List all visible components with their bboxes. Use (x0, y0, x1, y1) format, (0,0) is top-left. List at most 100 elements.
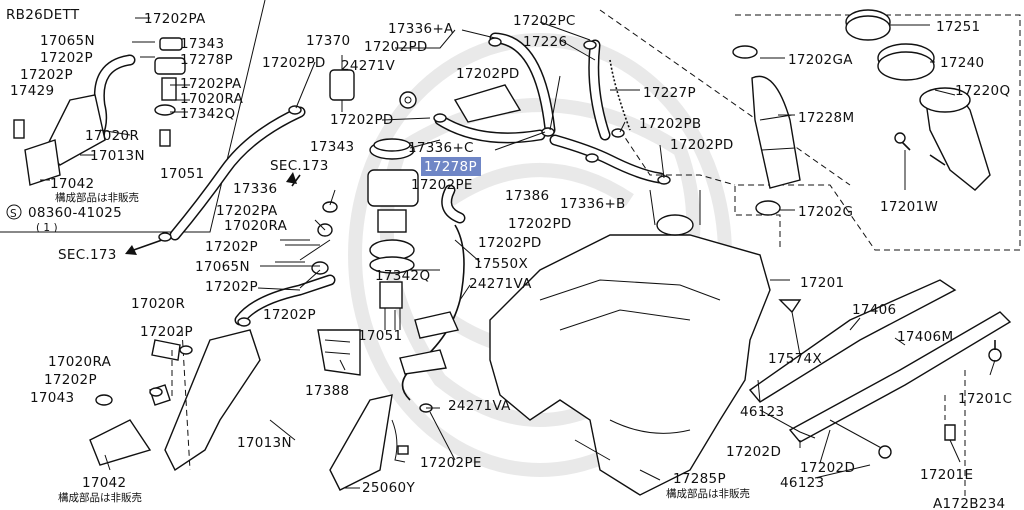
label-08360-41025: 08360-41025 (28, 205, 122, 221)
label-24271VA: 24271VA (469, 276, 532, 292)
label-17202PD: 17202PD (330, 112, 394, 128)
label-17202PA: 17202PA (216, 203, 278, 219)
part-17388 (317, 329, 361, 376)
label-17202PD: 17202PD (456, 66, 520, 82)
bolt-circle-icon (6, 204, 22, 220)
label-17202PC: 17202PC (513, 13, 576, 29)
label-17202PE: 17202PE (411, 177, 473, 193)
label-17013N: 17013N (90, 148, 145, 164)
label-17051: 17051 (358, 328, 402, 344)
label-17020R: 17020R (131, 296, 185, 312)
bolt-qty: ( 1 ) (36, 222, 58, 234)
label-17202PA: 17202PA (180, 76, 242, 92)
inset-header-label: RB26DETT (6, 7, 80, 23)
label-25060Y: 25060Y (362, 480, 415, 496)
label-17013N: 17013N (237, 435, 292, 451)
label-17042: 17042 (82, 475, 126, 491)
label-17065N: 17065N (40, 33, 95, 49)
hose-network (434, 32, 666, 224)
label-17065N: 17065N (195, 259, 250, 275)
inset-rb26dett: RB26DETT 17202PA 17065N 17343 17202P 172… (0, 0, 266, 234)
label-17226: 17226 (523, 34, 567, 50)
label-17285P: 17285P (673, 471, 726, 487)
label-46123: 46123 (740, 404, 784, 420)
label-17220Q: 17220Q (955, 83, 1010, 99)
label-17388: 17388 (305, 383, 349, 399)
label-17020RA: 17020RA (224, 218, 288, 234)
note-not-sold: 構成部品は非販売 (55, 191, 139, 204)
pad-24271VA-a (414, 311, 459, 339)
connectors-middle (257, 201, 338, 291)
note-not-sold: 構成部品は非販売 (666, 487, 750, 500)
label-17202PB: 17202PB (639, 116, 701, 132)
label-17406M: 17406M (897, 329, 953, 345)
label-17202P: 17202P (205, 239, 258, 255)
label-17020RA: 17020RA (180, 91, 244, 107)
label-17202P: 17202P (44, 372, 97, 388)
figure-code: A172B234 (933, 496, 1005, 510)
highlight-17278P (421, 157, 481, 176)
label-17202PD: 17202PD (670, 137, 734, 153)
label-17202P: 17202P (20, 67, 73, 83)
label-17201E: 17201E (920, 467, 973, 483)
label-17227P: 17227P (643, 85, 696, 101)
cover-24271V (453, 84, 522, 123)
fuel-tank-17201 (489, 189, 771, 496)
label-17429: 17429 (10, 83, 54, 99)
label-17202P: 17202P (140, 324, 193, 340)
leader-lines (104, 21, 996, 489)
label-46123: 46123 (780, 475, 824, 491)
label-17201W: 17201W (880, 199, 938, 215)
label-17336C: 17336+C (408, 140, 474, 156)
label-17043: 17043 (30, 390, 74, 406)
label-17343: 17343 (310, 139, 354, 155)
label-17202G: 17202G (798, 204, 853, 220)
sec173-references: SEC.173 SEC.173 (58, 158, 328, 263)
label-17202PD: 17202PD (478, 235, 542, 251)
grommet (399, 91, 417, 109)
label-17278P-highlighted: 17278P (424, 159, 477, 175)
fuel-pump-assembly (367, 138, 419, 330)
label-17201C: 17201C (958, 391, 1012, 407)
label-17202PD: 17202PD (364, 39, 428, 55)
label-17051: 17051 (160, 166, 204, 182)
label-17336A: 17336+A (388, 21, 454, 37)
pad-24271VA-b (399, 349, 447, 375)
label-17202PD: 17202PD (508, 216, 572, 232)
label-17202PE: 17202PE (420, 455, 482, 471)
filler-neck-box (599, 9, 1021, 251)
hose-clamps (149, 37, 671, 413)
inset-fuel-pump-bracket (13, 94, 106, 186)
label-24271VA: 24271VA (448, 398, 511, 414)
label-17202PA: 17202PA (144, 11, 206, 27)
label-17228M: 17228M (798, 110, 854, 126)
note-not-sold: 構成部品は非販売 (58, 491, 142, 504)
label-17202D: 17202D (800, 460, 855, 476)
hose-17228M (751, 75, 801, 189)
sender-unit-25060Y (329, 394, 409, 491)
label-17042: 17042 (50, 176, 94, 192)
filter-17370 (329, 55, 355, 112)
tube-17550X (401, 224, 465, 401)
label-17020R: 17020R (85, 128, 139, 144)
label-17278P: 17278P (180, 52, 233, 68)
label-17201: 17201 (800, 275, 844, 291)
label-17343: 17343 (180, 36, 224, 52)
label-17336: 17336 (233, 181, 277, 197)
arrow-left-icon (125, 245, 137, 255)
label-17336B: 17336+B (560, 196, 626, 212)
label-24271V: 24271V (341, 58, 395, 74)
label-17406: 17406 (852, 302, 896, 318)
label-17202GA: 17202GA (788, 52, 853, 68)
label-17240: 17240 (940, 55, 984, 71)
filler-parts (732, 9, 991, 216)
label-17386: 17386 (505, 188, 549, 204)
label-17202P: 17202P (205, 279, 258, 295)
label-17342Q: 17342Q (375, 268, 430, 284)
label-17574X: 17574X (768, 351, 822, 367)
label-17202PD: 17202PD (262, 55, 326, 71)
fuel-pump-bracket (164, 329, 261, 472)
inset-pump-assembly (154, 37, 186, 147)
label-17202D: 17202D (726, 444, 781, 460)
